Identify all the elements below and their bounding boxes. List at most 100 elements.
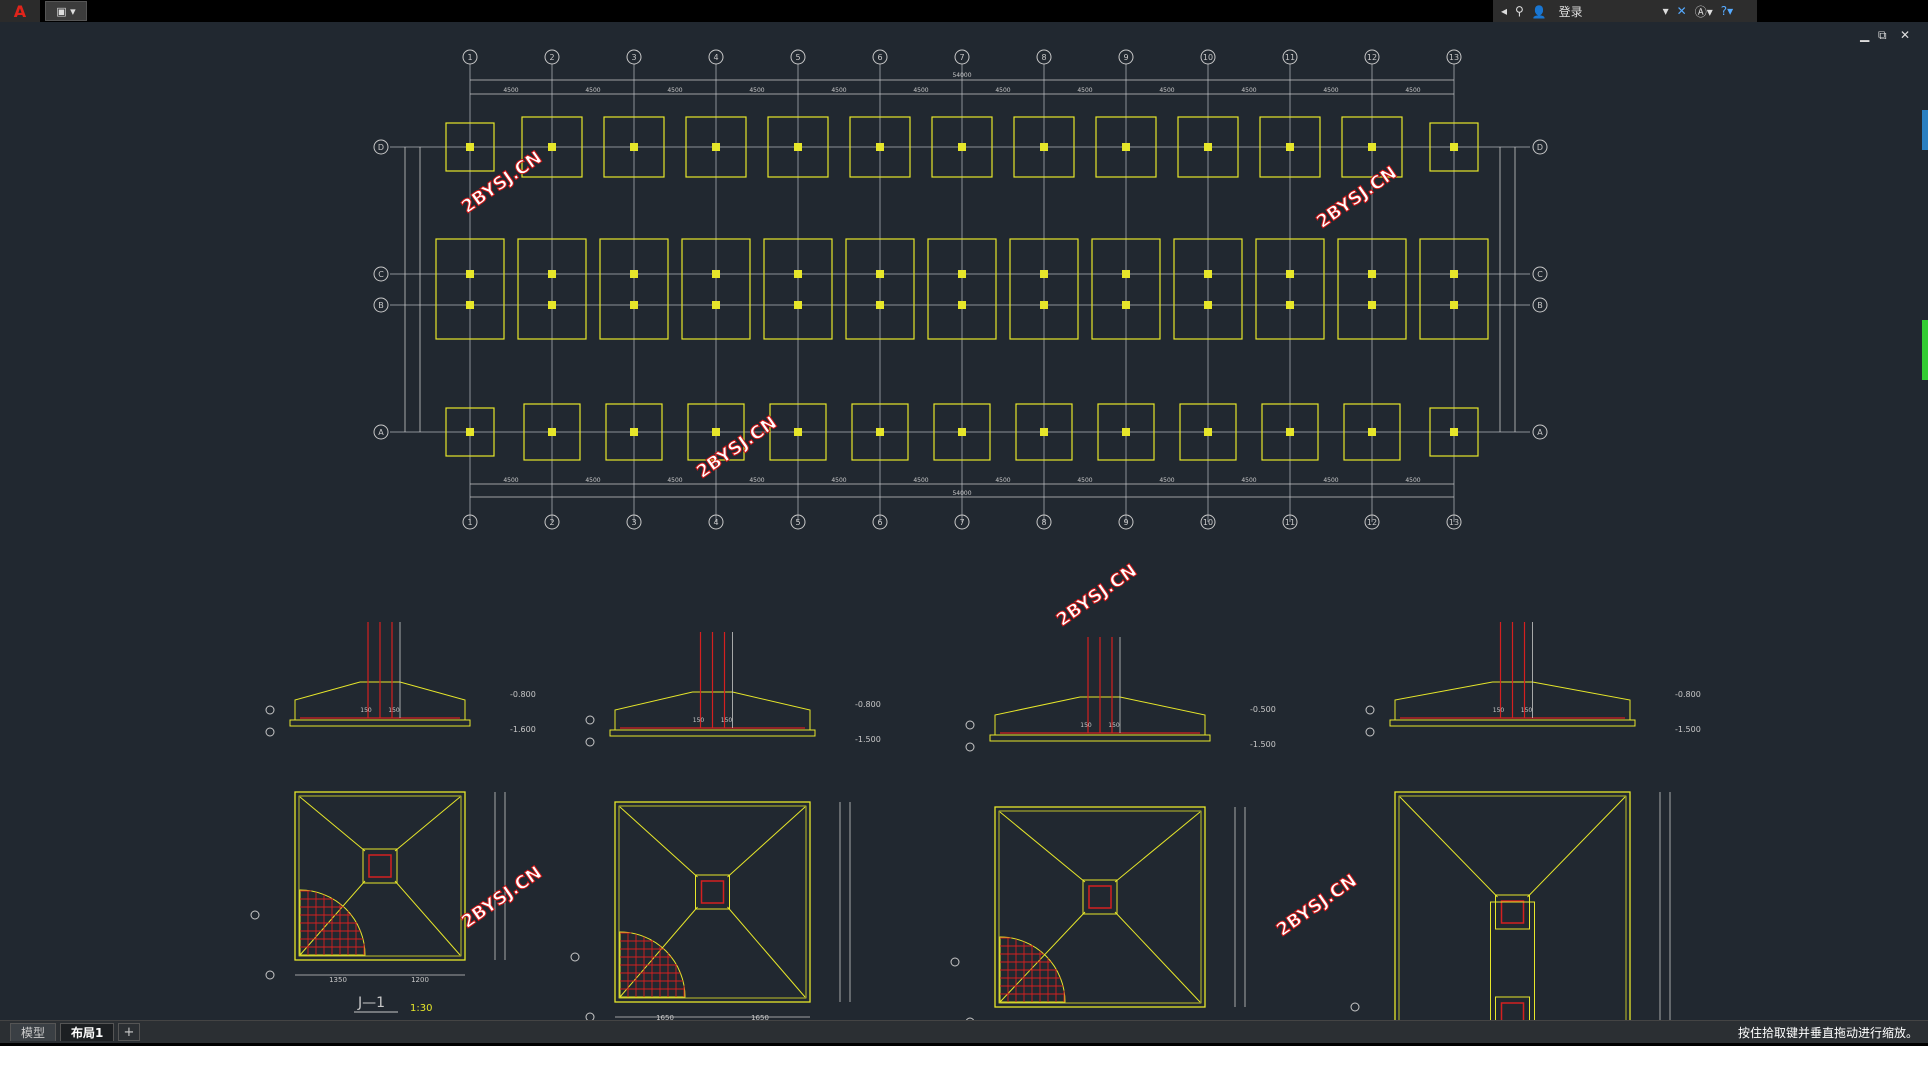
footing-outline [1173,238,1243,340]
add-layout-button[interactable]: + [118,1023,140,1041]
elevation-top: -0.800 [1675,690,1701,699]
column-marker [1450,270,1458,278]
column-marker [1286,428,1294,436]
pedestal [362,848,398,884]
column-marker [1122,270,1130,278]
footing-plan-inner [1398,795,1627,1020]
dim-bay-top: 4500 [1405,87,1420,94]
axis-number-bottom: 6 [877,518,882,527]
callout-bubble [585,1012,595,1020]
watermark-text: 2BYSJ.CN [458,862,546,933]
dropdown-icon[interactable]: ▾ [1662,4,1669,18]
dim-bay-bottom: 4500 [1077,477,1092,484]
axis-number-bottom: 8 [1041,518,1046,527]
footer-strip [0,1043,1928,1066]
app-menu-button[interactable]: A [0,0,40,22]
restore-icon[interactable]: ⧉ [1878,28,1887,42]
axis-bubble-top [1364,49,1380,65]
detail-title: J—1 [357,995,385,1011]
axis-bubble-bottom [462,514,478,530]
side-scroll-indicator [1922,110,1928,150]
dim-label: 150 [1521,707,1533,714]
column-marker [1368,428,1376,436]
axis-bubble-top [462,49,478,65]
pedestal [1495,894,1530,930]
footing-outline [517,238,587,340]
elevation-bottom: -1.500 [1250,740,1276,749]
section-base [1389,719,1636,727]
axis-number-top: 10 [1203,53,1213,62]
footing-outline [1255,238,1325,340]
rebar-quadrant [999,936,1066,1003]
footing-outline [603,116,665,178]
dim-bay-top: 4500 [1241,87,1256,94]
footing-outline [681,238,751,340]
login-button[interactable]: 👤 登录 [1531,4,1583,19]
column-rebar [1500,900,1525,924]
callout-bubble [1365,727,1375,737]
column-rebar [700,880,725,904]
column-marker [1040,301,1048,309]
callout-bubble [265,705,275,715]
footing-outline [685,116,747,178]
callout-bubble [965,742,975,752]
column-marker [1368,301,1376,309]
callout-bubble [250,910,260,920]
diag-line [394,880,461,956]
dim-label: 150 [721,717,733,724]
dim-bay-bottom: 4500 [995,477,1010,484]
footing-outline [1179,403,1237,461]
footing-outline [927,238,997,340]
help-icon[interactable]: ?▾ [1720,4,1734,18]
column-marker [794,428,802,436]
diag-line [1114,811,1201,883]
column-marker [958,270,966,278]
footing-outline [763,238,833,340]
column-marker [1450,428,1458,436]
binoculars-icon[interactable]: ⚲ [1515,4,1524,18]
column-marker [794,143,802,151]
axis-bubble-top [544,49,560,65]
column-marker [712,143,720,151]
nav-left-icon[interactable]: ◂ [1501,4,1508,18]
axis-bubble-right [1532,297,1548,313]
quick-access-button[interactable]: ▣ ▾ [45,1,87,21]
tab-layout1-label: 布局1 [71,1026,104,1040]
close-icon[interactable]: ✕ [1900,28,1911,42]
column-rebar [368,854,392,878]
axis-number-top: 5 [795,53,800,62]
callout-bubble [265,727,275,737]
layout-tab-bar: 模型 布局1 + 按住拾取键并垂直拖动进行缩放。 [0,1020,1928,1043]
axis-number-top: 1 [467,53,472,62]
axis-bubble-right [1532,424,1548,440]
footing-outline [521,116,583,178]
diag-line [727,806,806,878]
section-base [289,719,471,727]
autodesk-a-icon[interactable]: Ⓐ▾ [1694,4,1713,19]
column-marker [630,270,638,278]
tab-layout1[interactable]: 布局1 [60,1023,115,1041]
axis-number-top: 6 [877,53,882,62]
diag-line [1399,796,1498,898]
elevation-top: -0.800 [855,700,881,709]
axis-letter-left: B [378,301,384,310]
axis-number-bottom: 11 [1285,518,1295,527]
column-marker [548,301,556,309]
axis-number-top: 12 [1367,53,1377,62]
minimize-icon[interactable]: ▁ [1860,28,1870,42]
column-marker [958,428,966,436]
column-marker [1286,143,1294,151]
axis-bubble-bottom [1364,514,1380,530]
axis-number-top: 4 [713,53,718,62]
dim-label: 150 [1080,722,1092,729]
column-marker [548,428,556,436]
column-marker [794,270,802,278]
exchange-icon[interactable]: ✕ [1676,4,1687,18]
callout-bubble [965,1017,975,1020]
dim-label: 1350 [329,976,347,984]
footing-outline [1341,116,1403,178]
tab-model[interactable]: 模型 [10,1023,57,1041]
dim-total-top: 54000 [952,72,971,79]
column-marker [1286,301,1294,309]
